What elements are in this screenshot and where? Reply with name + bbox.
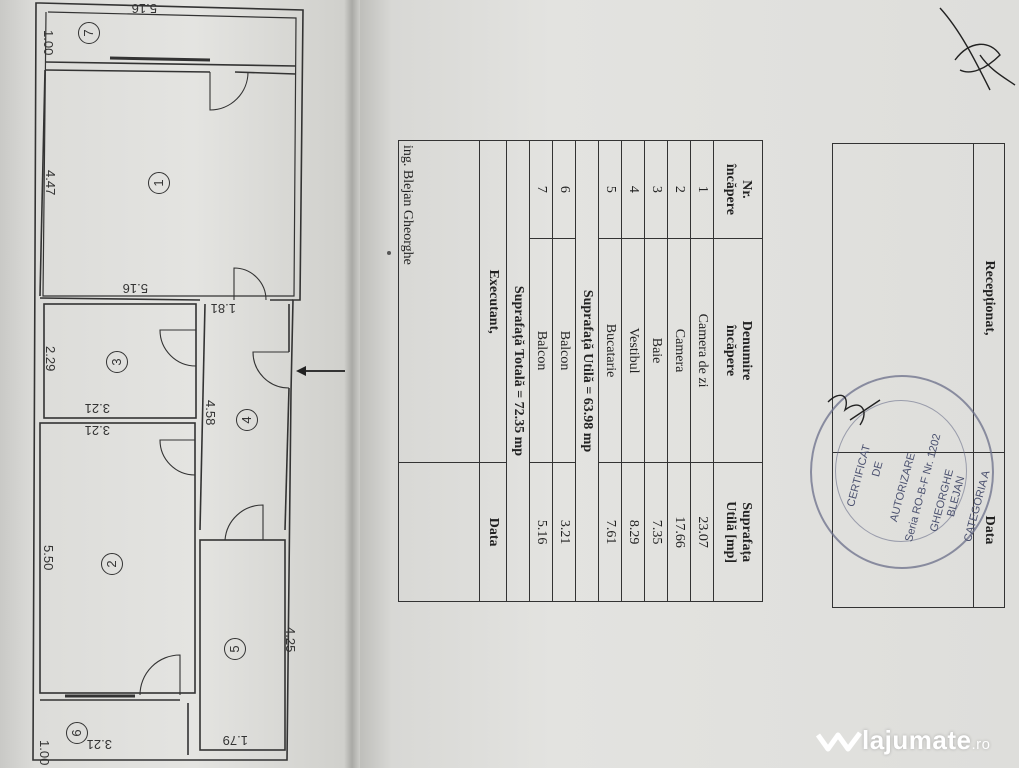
room-3-wall bbox=[43, 303, 197, 419]
receptionat-label: Recepționat, bbox=[973, 143, 1005, 453]
inner-wall bbox=[42, 11, 297, 297]
dim-hall-181: 1.81 bbox=[210, 301, 236, 316]
cell-area: 3.21 bbox=[552, 462, 576, 602]
room-number-3: 3 bbox=[106, 351, 128, 373]
watermark-brand: lajumate.ro bbox=[862, 725, 991, 755]
dim-room2-550: 5.50 bbox=[41, 545, 56, 571]
table-row: 2 Camera 17.66 bbox=[667, 140, 691, 602]
left-page bbox=[0, 0, 352, 768]
table-row: 4 Vestibul 8.29 bbox=[621, 140, 645, 602]
dim-room1-447: 4.47 bbox=[43, 170, 58, 196]
room-2-wall bbox=[39, 422, 196, 694]
page-fold bbox=[344, 0, 360, 768]
stamp-inner-ring bbox=[835, 400, 967, 542]
room-number-5: 5 bbox=[224, 638, 246, 660]
entry-arrow-icon bbox=[296, 366, 306, 376]
table-row: 3 Baie 7.35 bbox=[644, 140, 668, 602]
paper-mark bbox=[387, 251, 391, 255]
floor-plan-drawing bbox=[32, 2, 345, 761]
room-number-4: 4 bbox=[236, 409, 258, 431]
cell-area: 7.61 bbox=[598, 462, 622, 602]
lajumate-logo-icon bbox=[816, 731, 862, 752]
col-header-nr: Nr.încăpere bbox=[713, 140, 763, 239]
outer-wall bbox=[32, 2, 304, 761]
cell-area: 23.07 bbox=[690, 462, 714, 602]
cell-nr: 5 bbox=[598, 140, 622, 239]
cell-name: Camera de zi bbox=[690, 238, 714, 463]
table-row: 6 Balcon 3.21 bbox=[552, 140, 576, 602]
dim-room1-516: 5.16 bbox=[122, 281, 148, 296]
cell-nr: 7 bbox=[529, 140, 553, 239]
room-1-wall bbox=[44, 69, 211, 73]
cell-nr: 1 bbox=[690, 140, 714, 239]
util-total: Suprafață Utilă = 63.98 mp bbox=[575, 140, 599, 602]
cell-nr: 2 bbox=[667, 140, 691, 239]
cell-name: Bucatarie bbox=[598, 238, 622, 463]
cell-name: Camera bbox=[667, 238, 691, 463]
table-row: 1 Camera de zi 23.07 bbox=[690, 140, 714, 602]
room-number-2: 2 bbox=[101, 553, 123, 575]
util-total-row: Suprafață Utilă = 63.98 mp bbox=[575, 140, 599, 602]
authorization-stamp bbox=[810, 375, 994, 569]
cell-name: Baie bbox=[644, 238, 668, 463]
room-number-7: 7 bbox=[78, 22, 100, 44]
executant-date-label: Data bbox=[479, 462, 507, 602]
total-area: Suprafață Totală = 72.35 mp bbox=[506, 140, 530, 602]
cell-area: 7.35 bbox=[644, 462, 668, 602]
cell-nr: 3 bbox=[644, 140, 668, 239]
balcony-7-wall bbox=[44, 61, 297, 67]
cell-area: 5.16 bbox=[529, 462, 553, 602]
dim-room3-321: 3.21 bbox=[84, 401, 110, 416]
room-number-6: 6 bbox=[66, 722, 88, 744]
dim-top-516: 5.16 bbox=[131, 1, 157, 16]
dim-hall-458: 4.58 bbox=[203, 400, 218, 426]
cell-nr: 4 bbox=[621, 140, 645, 239]
dim-room2-321: 3.21 bbox=[84, 423, 110, 438]
cell-nr: 6 bbox=[552, 140, 576, 239]
cell-area: 8.29 bbox=[621, 462, 645, 602]
cell-area: 17.66 bbox=[667, 462, 691, 602]
dim-room5-179: 1.79 bbox=[222, 733, 248, 748]
cell-name: Balcon bbox=[552, 238, 576, 463]
cell-name: Balcon bbox=[529, 238, 553, 463]
engineer-name: ing. Blejan Gheorghe bbox=[398, 140, 480, 463]
room-5-wall bbox=[199, 539, 286, 751]
total-row: Suprafață Totală = 72.35 mp bbox=[506, 140, 530, 602]
table-row: 7 Balcon 5.16 bbox=[529, 140, 553, 602]
dim-room6-321: 3.21 bbox=[86, 737, 112, 752]
dim-room6-100: 1.00 bbox=[37, 740, 52, 766]
dim-top-100: 1.00 bbox=[41, 30, 56, 56]
dim-room5-425: 4.25 bbox=[283, 627, 298, 653]
executant-label: Executant, bbox=[479, 140, 507, 463]
room-number-1: 1 bbox=[148, 172, 170, 194]
table-row: 5 Bucatarie 7.61 bbox=[598, 140, 622, 602]
dim-room3-229: 2.29 bbox=[43, 346, 58, 372]
cell-name: Vestibul bbox=[621, 238, 645, 463]
